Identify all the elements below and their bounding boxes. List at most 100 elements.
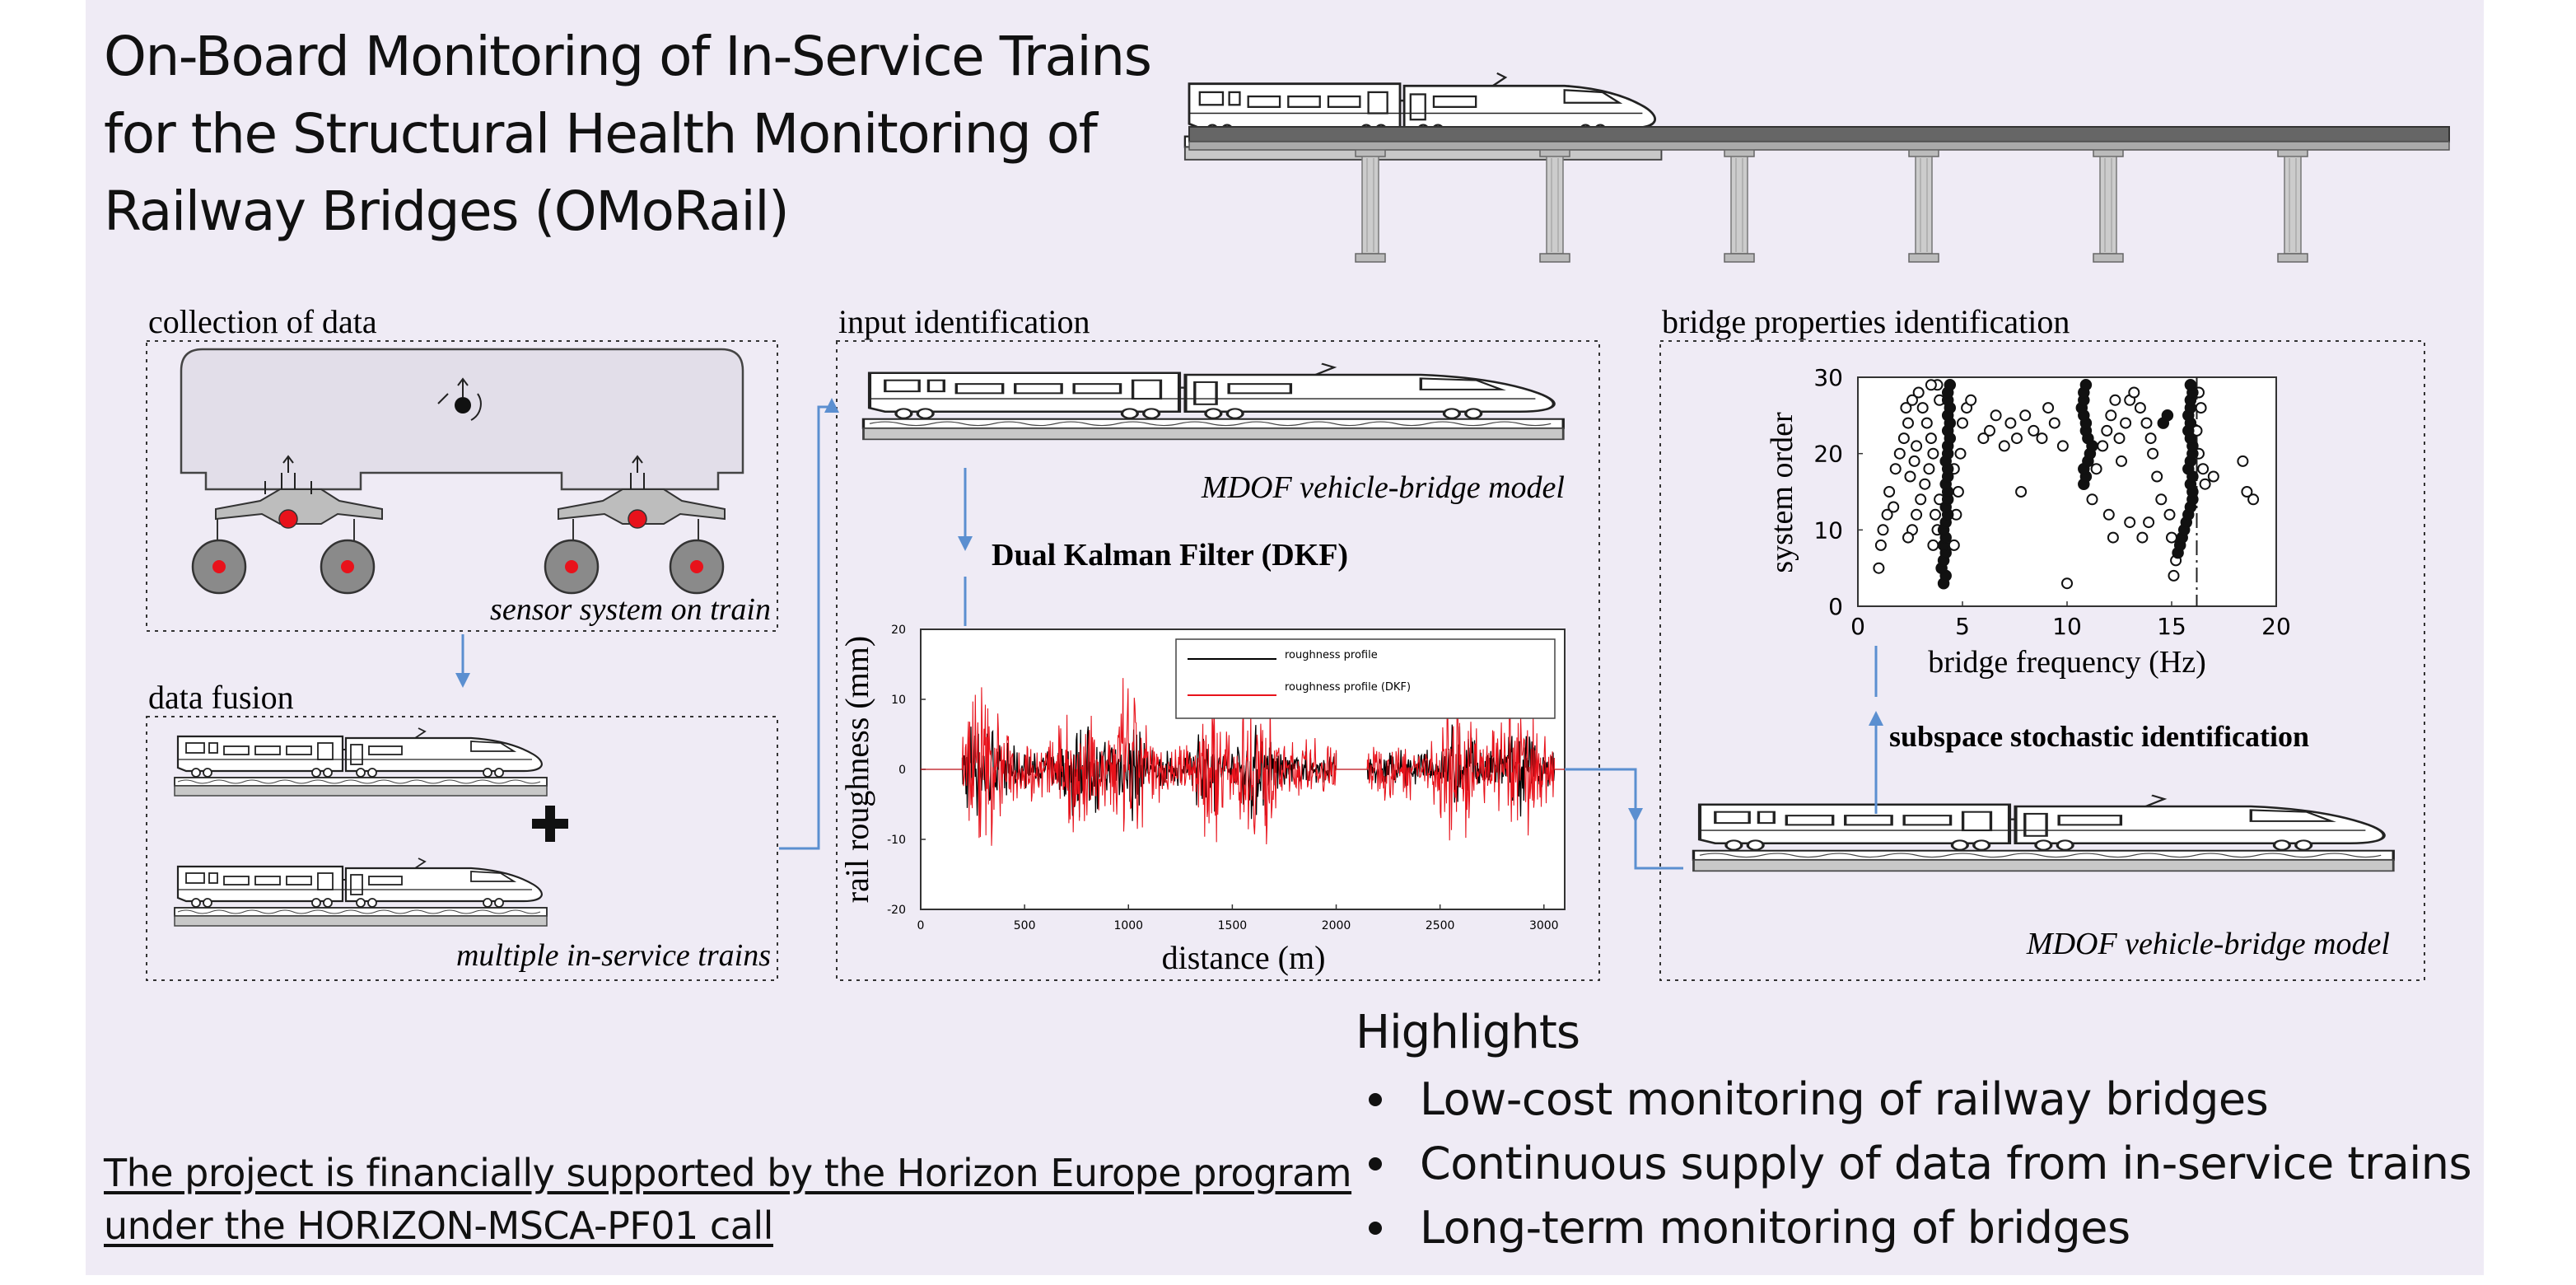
scatter-point-open [1923,463,1935,475]
scatter-point-open [2004,417,2017,429]
slide: On-Board Monitoring of In-Service Trains… [86,0,2484,1275]
sensor-icon [278,509,298,529]
scatter-point-open [2163,508,2176,521]
x-tick-label: 1000 [1113,919,1143,932]
scatter-point-open [1911,508,1923,521]
section-label-collection: collection of data [148,303,377,340]
plus-icon [532,806,568,842]
train-icon [173,857,548,928]
y-tick-label: -20 [887,904,906,917]
rotation-icon [437,377,482,421]
scatter-point-open [1927,539,1939,551]
y-tick-label: 20 [1813,441,1843,468]
scatter-point-open [2166,531,2177,544]
y-tick-label: 0 [1828,593,1843,620]
scatter-point-open [1900,402,1912,414]
scatter-point-open [2155,493,2168,506]
scatter-point-open [1927,447,1939,460]
scatter-point-stable [2184,379,2197,391]
bogie-right [544,455,726,595]
scatter-point-open [2019,409,2032,422]
scatter-point-open [2197,463,2210,475]
input-model-caption: MDOF vehicle-bridge model [1201,470,1565,505]
scatter-point-open [1902,417,1914,429]
series-line-1 [921,678,1565,846]
frequency-plot-area [1857,376,2277,607]
bridge-pier-icon [1908,149,1939,263]
x-tick-label: 0 [917,919,925,932]
bullet-icon [1360,1149,1390,1179]
funding-note: The project is financially supported by … [104,1147,1352,1252]
train-icon [173,727,548,797]
x-tick-label: 10 [2052,613,2082,640]
scatter-point-open [1873,562,1885,574]
highlight-item: Low-cost monitoring of railway bridges [1356,1068,2476,1132]
sensor-icon [628,509,647,529]
bridge-illustration [1183,72,2450,263]
page-title: On-Board Monitoring of In-Service Trains… [104,18,1174,250]
ssi-label: subspace stochastic identification [1889,720,2309,753]
scatter-point-open [2207,470,2219,483]
scatter-point-open [2237,455,2249,467]
scatter-point-open [2056,440,2069,452]
scatter-point-open [2015,486,2028,498]
scatter-point-open [1990,409,2002,422]
scatter-point-open [2086,493,2098,506]
arrow-fusion-to-input [779,398,839,850]
bridge-pier-icon [1355,149,1386,263]
scatter-point-open [1889,463,1902,475]
highlight-text: Low-cost monitoring of railway bridges [1420,1073,2269,1125]
scatter-point-open [1874,539,1887,551]
y-tick-label: 10 [891,694,906,707]
scatter-point-open [1897,432,1910,445]
scatter-point-open [1984,424,1995,437]
bridge-pier-icon [1724,149,1755,263]
bullet-icon [1360,1213,1390,1243]
frequency-x-label: bridge frequency (Hz) [1928,645,2206,680]
scatter-point-open [2195,402,2207,414]
sensor-caption: sensor system on train [490,592,771,627]
train-sensor-schematic [180,348,744,595]
scatter-point-open [1925,432,1937,445]
bullet-icon [1360,1085,1390,1114]
bridge-frame [1659,340,2425,981]
scatter-point-open [2241,486,2253,498]
legend-label-dkf: roughness profile (DKF) [1285,681,1411,694]
scatter-point-open [1877,524,1889,536]
scatter-point-open [1902,531,1914,544]
bridge-pier-icon [1539,149,1570,263]
scatter-point-open [1952,486,1964,498]
funding-line-1: The project is financially supported by … [104,1151,1352,1195]
highlight-text: Long-term monitoring of bridges [1420,1202,2130,1254]
fusion-caption: multiple in-service trains [456,938,771,973]
scatter-point-open [2109,394,2121,406]
scatter-point-open [2102,508,2115,521]
input-frame [836,340,1600,981]
scatter-point-open [2134,402,2146,414]
scatter-point-open [2147,447,2159,460]
scatter-point-open [1965,394,1977,406]
scatter-point-open [1919,478,1931,490]
scatter-point-open [2105,409,2117,422]
roughness-y-label: rail roughness (mm) [838,636,875,903]
scatter-point-open [2116,455,2127,467]
scatter-point-open [1906,394,1918,406]
scatter-point-open [2247,493,2260,506]
scatter-point-open [1954,447,1967,460]
scatter-point-stable [2079,379,2093,391]
roughness-x-label: distance (m) [1162,939,1326,976]
scatter-point-open [2101,424,2113,437]
x-tick-label: 2500 [1426,919,1455,932]
x-tick-label: 3000 [1529,919,1559,932]
y-tick-label: 0 [898,764,906,777]
diagram-canvas: collection of data [146,72,2450,981]
scatter-point-open [2168,569,2180,582]
scatter-point-open [1925,379,1937,391]
fusion-frame [146,716,778,981]
scatter-point-open [2028,424,2040,437]
flow-arrows [455,398,1883,870]
scatter-point-open [2011,432,2023,445]
highlights: Highlights Low-cost monitoring of railwa… [1356,1003,2476,1260]
scatter-point-stable [1944,379,1957,391]
